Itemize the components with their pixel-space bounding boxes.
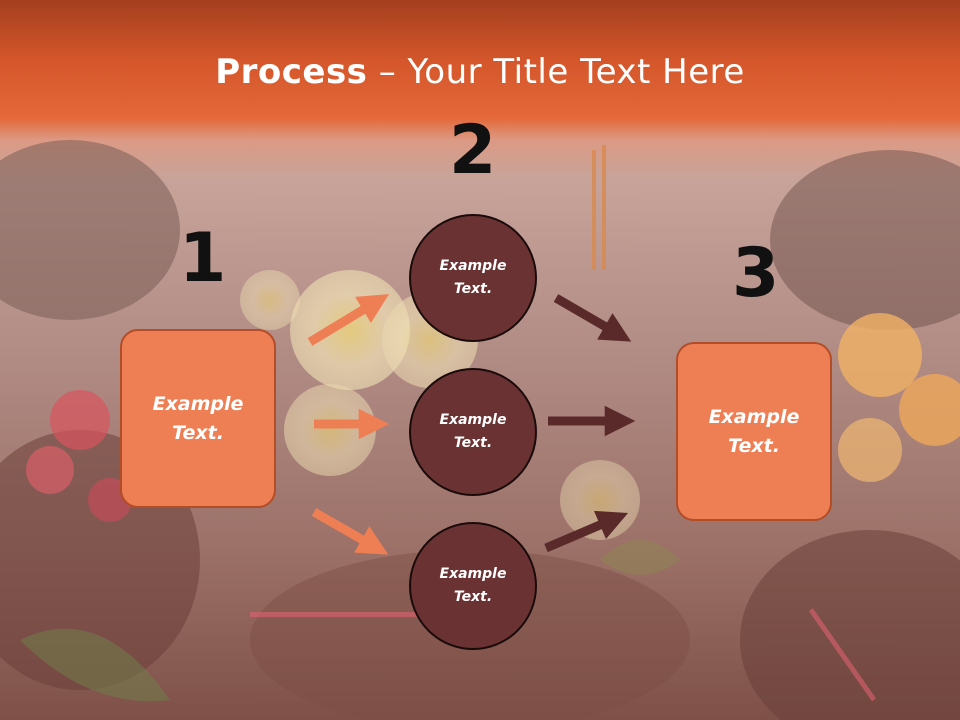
circle-top: Example Text.	[409, 214, 537, 342]
arrow-from-circle-top	[553, 294, 632, 342]
title-rest: – Your Title Text Here	[367, 52, 745, 92]
arrow-to-circle-bottom	[311, 508, 389, 555]
arrow-to-circle-top	[307, 294, 390, 346]
left-text-box: Example Text.	[120, 329, 276, 508]
right-text-box: Example Text.	[676, 342, 832, 521]
step-number-1: 1	[179, 219, 227, 298]
step-number-2: 2	[449, 111, 497, 190]
slide-title: Process – Your Title Text Here	[0, 52, 960, 92]
circle-bottom: Example Text.	[409, 522, 537, 650]
step-number-3: 3	[732, 234, 780, 313]
title-bold: Process	[215, 52, 368, 92]
circle-middle: Example Text.	[409, 368, 537, 496]
arrow-from-circle-bottom	[544, 510, 629, 553]
